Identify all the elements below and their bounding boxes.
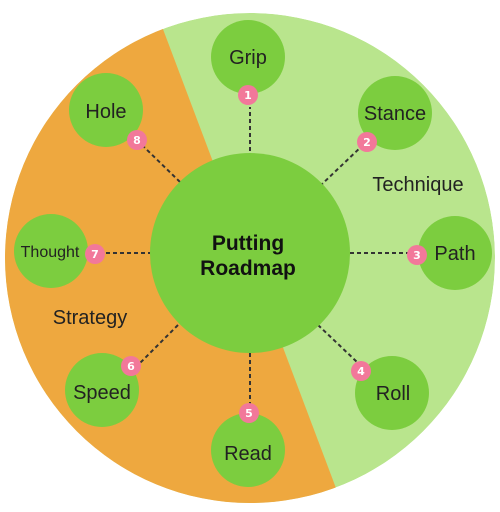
node-hole: Hole 8	[69, 73, 147, 150]
node-label: Hole	[85, 101, 126, 123]
node-label: Speed	[73, 382, 131, 404]
center-title-line2: Roadmap	[200, 257, 296, 280]
badge-number: 5	[245, 407, 253, 420]
connector-lines	[102, 107, 410, 408]
badge-number: 4	[357, 365, 365, 378]
badge-number: 7	[91, 248, 99, 261]
badge-number: 6	[127, 360, 135, 373]
center-title-line1: Putting	[212, 232, 284, 255]
node-label: Grip	[229, 47, 267, 69]
node-label: Read	[224, 443, 272, 465]
badge-circle	[238, 85, 258, 105]
node-circle	[211, 20, 285, 94]
badge-number: 3	[413, 249, 421, 262]
badge-circle	[357, 132, 377, 152]
center-circle	[150, 153, 350, 353]
node-read: Read 5	[211, 403, 285, 487]
node-label: Thought	[21, 244, 80, 261]
connector-speed	[137, 324, 179, 366]
badge-number: 2	[363, 136, 371, 149]
connector-hole	[141, 144, 181, 183]
node-circle	[211, 413, 285, 487]
node-label: Roll	[376, 383, 410, 405]
badge-circle	[85, 244, 105, 264]
node-grip: Grip 1	[211, 20, 285, 105]
node-roll: Roll 4	[351, 356, 429, 430]
badge-number: 1	[244, 89, 252, 102]
badge-number: 8	[133, 134, 141, 147]
node-label: Stance	[364, 103, 426, 125]
node-path: Path 3	[407, 216, 492, 290]
node-circle	[418, 216, 492, 290]
badge-circle	[121, 356, 141, 376]
connector-roll	[317, 324, 358, 363]
technique-label: Technique	[372, 174, 463, 196]
node-stance: Stance 2	[357, 76, 432, 152]
strategy-label: Strategy	[53, 307, 127, 329]
node-circle	[65, 353, 139, 427]
node-label: Path	[434, 243, 475, 265]
badge-circle	[239, 403, 259, 423]
node-circle	[69, 73, 143, 147]
node-circle	[358, 76, 432, 150]
badge-circle	[127, 130, 147, 150]
badge-circle	[351, 361, 371, 381]
node-circle	[355, 356, 429, 430]
node-thought: Thought 7	[14, 214, 105, 288]
badge-circle	[407, 245, 427, 265]
node-speed: Speed 6	[65, 353, 141, 427]
node-circle	[14, 214, 88, 288]
connector-stance	[319, 145, 363, 187]
